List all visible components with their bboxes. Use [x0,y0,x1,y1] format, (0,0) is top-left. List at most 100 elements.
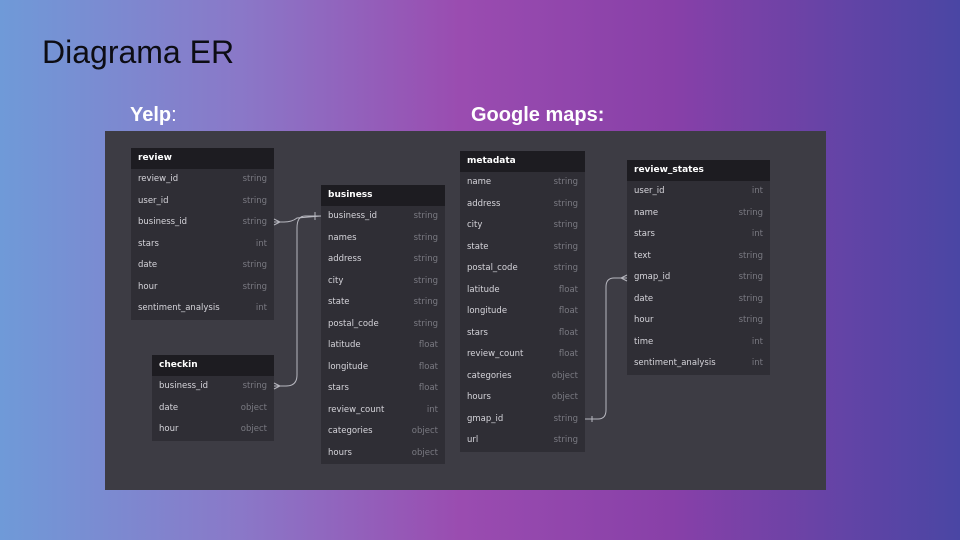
attribute-type: string [413,318,438,329]
attribute-name: hours [467,392,491,402]
attribute-type: int [751,186,763,196]
attribute-type: float [558,306,578,316]
attribute-name: review_id [138,174,179,184]
attribute-row[interactable]: postal_code string [321,314,445,336]
attribute-row[interactable]: business_id string [321,206,445,228]
attribute-name: categories [328,426,373,436]
attribute-type: int [255,303,267,313]
attribute-type: object [240,402,267,413]
attribute-row[interactable]: date string [131,255,274,277]
attribute-type: string [413,211,438,221]
attribute-type: string [738,272,763,282]
attribute-type: int [426,404,438,415]
attribute-name: review_count [467,349,524,359]
attribute-name: name [634,207,659,218]
attribute-type: string [242,260,267,270]
attribute-name: stars [467,327,488,338]
attribute-type: string [413,232,438,243]
attribute-type: string [242,195,267,206]
section-label-yelp-name: Yelp [130,104,172,126]
attribute-name: names [328,232,357,243]
attribute-name: date [138,260,158,270]
attribute-type: string [553,198,578,209]
attribute-name: address [328,254,362,264]
attribute-type: float [418,361,438,372]
attribute-row[interactable]: name string [627,203,770,225]
attribute-name: state [328,297,350,307]
attribute-row[interactable]: longitude float [321,357,445,379]
entity-header: metadata [460,151,585,172]
attribute-name: name [467,177,492,187]
slide-title: Diagrama ER [42,34,235,70]
attribute-name: hour [159,424,179,434]
section-label-yelp-suffix: : [171,104,177,126]
attribute-name: postal_code [328,318,379,329]
attribute-type: string [413,254,438,264]
attribute-type: object [411,447,438,458]
section-label-google-maps: Google maps: [471,104,604,127]
attribute-row[interactable]: text string [627,246,770,268]
attribute-type: int [751,336,763,347]
attribute-type: string [413,297,438,307]
entity-header: review [131,148,274,169]
attribute-name: latitude [467,284,500,295]
attribute-name: latitude [328,340,361,350]
attribute-name: date [634,293,654,304]
attribute-type: string [242,381,267,391]
attribute-name: longitude [328,361,369,372]
attribute-type: string [738,250,763,261]
attribute-name: business_id [328,211,378,221]
attribute-name: text [634,250,651,261]
attribute-row[interactable]: time int [627,332,770,354]
attribute-row[interactable]: state string [321,292,445,314]
attribute-type: string [242,217,267,227]
attribute-name: gmap_id [467,413,504,424]
attribute-type: string [738,207,763,218]
attribute-row[interactable]: business_id string [131,212,274,234]
attribute-name: time [634,336,654,347]
attribute-name: business_id [138,217,188,227]
attribute-row[interactable]: names string [321,228,445,250]
attribute-type: string [553,263,578,273]
attribute-row[interactable]: address string [321,249,445,271]
attribute-type: string [738,315,763,325]
